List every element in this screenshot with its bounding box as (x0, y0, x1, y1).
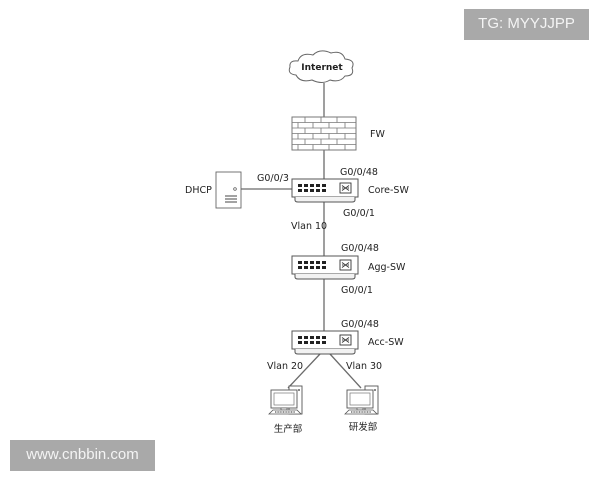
switch-icon (291, 178, 359, 203)
switch-icon (291, 255, 359, 280)
agg-switch-node: Agg-SW (291, 255, 406, 280)
firewall-node: FW (291, 116, 385, 151)
firewall-brick-icon (291, 116, 357, 151)
vlan-10-label: Vlan 10 (291, 221, 327, 232)
switch-icon (291, 330, 359, 355)
pc-rnd-label: 研发部 (349, 421, 378, 433)
pc-production-node: 生产部 (268, 385, 303, 435)
acc-switch-node: Acc-SW (291, 330, 404, 355)
desktop-pc-icon (268, 385, 303, 415)
core-downlink-port-label: G0/0/1 (343, 208, 375, 219)
dhcp-label: DHCP (185, 185, 212, 196)
internet-label: Internet (301, 63, 343, 73)
dhcp-server-node: DHCP (185, 171, 242, 209)
pc-production-label: 生产部 (274, 423, 303, 435)
agg-uplink-port-label: G0/0/48 (341, 243, 379, 254)
pc-rnd-node: 研发部 (344, 385, 379, 433)
server-icon (215, 171, 242, 209)
internet-cloud-node: Internet (288, 50, 354, 83)
cloud-icon (288, 50, 354, 83)
desktop-pc-icon (344, 385, 379, 415)
acc-switch-label: Acc-SW (368, 337, 404, 348)
agg-downlink-port-label: G0/0/1 (341, 285, 373, 296)
core-switch-label: Core-SW (368, 185, 409, 196)
watermark-bottom-left: www.cnbbin.com (10, 440, 155, 471)
firewall-label: FW (370, 129, 385, 140)
vlan-30-label: Vlan 30 (346, 361, 382, 372)
link-lines (241, 83, 362, 389)
acc-uplink-port-label: G0/0/48 (341, 319, 379, 330)
watermark-top-right: TG: MYYJJPP (464, 9, 589, 40)
agg-switch-label: Agg-SW (368, 262, 406, 273)
core-switch-node: Core-SW (291, 178, 409, 203)
core-dhcp-port-label: G0/0/3 (257, 173, 289, 184)
core-uplink-port-label: G0/0/48 (340, 167, 378, 178)
vlan-20-label: Vlan 20 (267, 361, 303, 372)
